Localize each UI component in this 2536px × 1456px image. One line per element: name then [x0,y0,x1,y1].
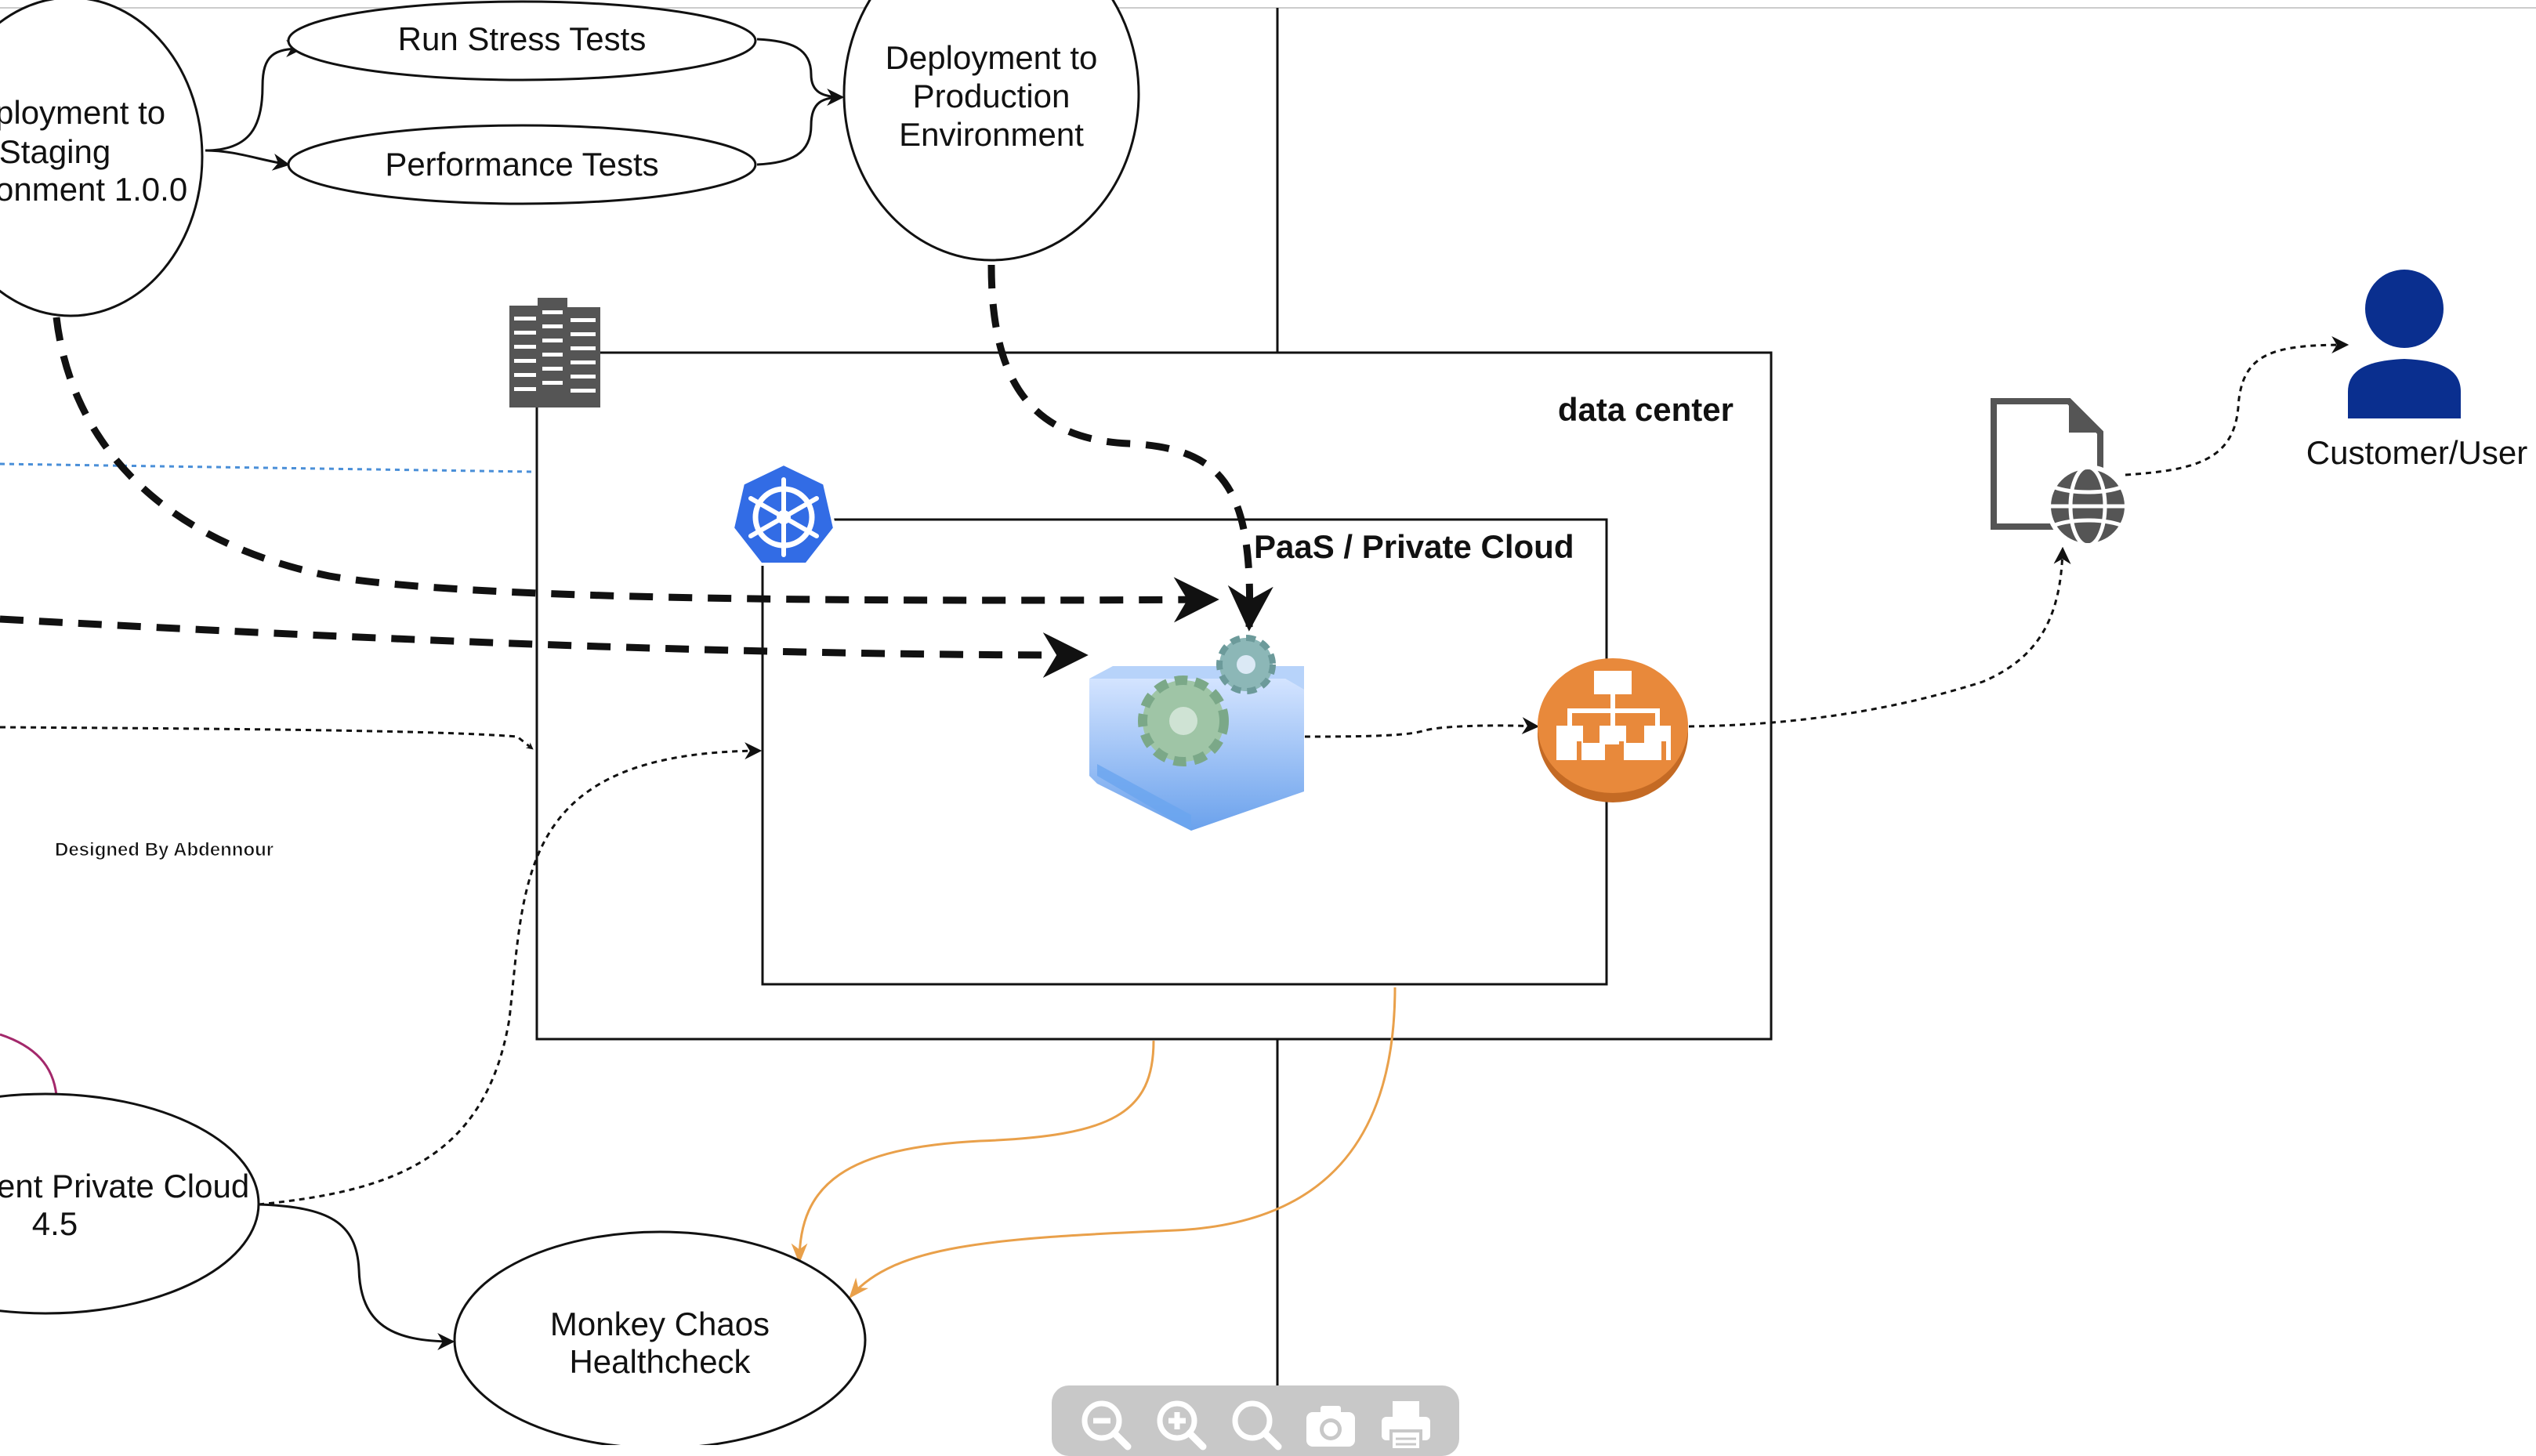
viewer-toolbar [1052,1385,1459,1456]
user-icon[interactable] [2348,270,2461,418]
pipeline-to-container-edge [0,615,1089,678]
production-label-2: Production [913,78,1071,114]
zoom-out-icon[interactable] [1076,1395,1134,1453]
monkey-chaos-label-2: Healthcheck [569,1343,751,1380]
staging-to-container-edge [53,317,1219,623]
production-label-3: Environment [899,116,1084,153]
zoom-reset-icon[interactable] [1226,1395,1284,1453]
stress-tests-label: Run Stress Tests [398,20,647,57]
load-balancer-icon[interactable] [1538,658,1688,802]
server-rack-icon [509,298,600,407]
staging-label-3: onment 1.0.0 [0,171,187,208]
performance-tests-node[interactable] [287,124,757,205]
production-to-container-edge [987,264,1273,632]
magenta-edge [0,1033,58,1096]
production-node[interactable] [842,0,1140,262]
kubernetes-helm-icon [730,462,837,566]
staging-to-performance-edge [205,149,291,171]
private-cloud-label-1: ent Private Cloud [0,1168,249,1204]
staging-label-1: ployment to [0,94,165,131]
container-to-loadbalancer-edge [1304,717,1540,738]
stress-tests-node[interactable] [287,0,757,81]
container-gears-icon[interactable] [1089,635,1304,831]
private-cloud-node[interactable] [0,1092,260,1315]
staging-link-edge [0,462,534,473]
performance-to-production-edge [756,96,843,166]
loadbalancer-to-web-edge [1688,546,2071,728]
production-label-1: Deployment to [886,39,1098,76]
zoom-in-icon[interactable] [1151,1395,1209,1453]
designer-credit: Designed By Abdennour [55,839,274,860]
performance-tests-label: Performance Tests [385,146,658,183]
stress-to-production-edge [756,38,845,106]
web-to-user-edge [2125,336,2349,476]
paas-to-monkey-edge [849,987,1397,1298]
private-cloud-label-2: 4.5 [32,1205,78,1242]
monkey-chaos-label-1: Monkey Chaos [550,1306,770,1342]
paas-label: PaaS / Private Cloud [1254,528,1574,565]
datacenter-to-monkey-edge [791,1040,1155,1264]
web-document-globe-icon[interactable] [1991,398,2129,548]
staging-node[interactable] [0,0,204,317]
data-center-label: data center [1558,391,1734,428]
print-icon[interactable] [1377,1395,1435,1453]
monkey-chaos-node[interactable] [453,1230,867,1445]
customer-label: Customer/User [2306,434,2527,471]
screenshot-camera-icon[interactable] [1302,1395,1360,1453]
private-cloud-to-monkey-edge [258,1203,455,1350]
private-cloud-to-paas-edge [258,742,763,1206]
staging-label-2: Staging [0,133,110,170]
staging-to-stress-edge [205,40,304,152]
left-to-datacenter-edge [0,726,534,751]
